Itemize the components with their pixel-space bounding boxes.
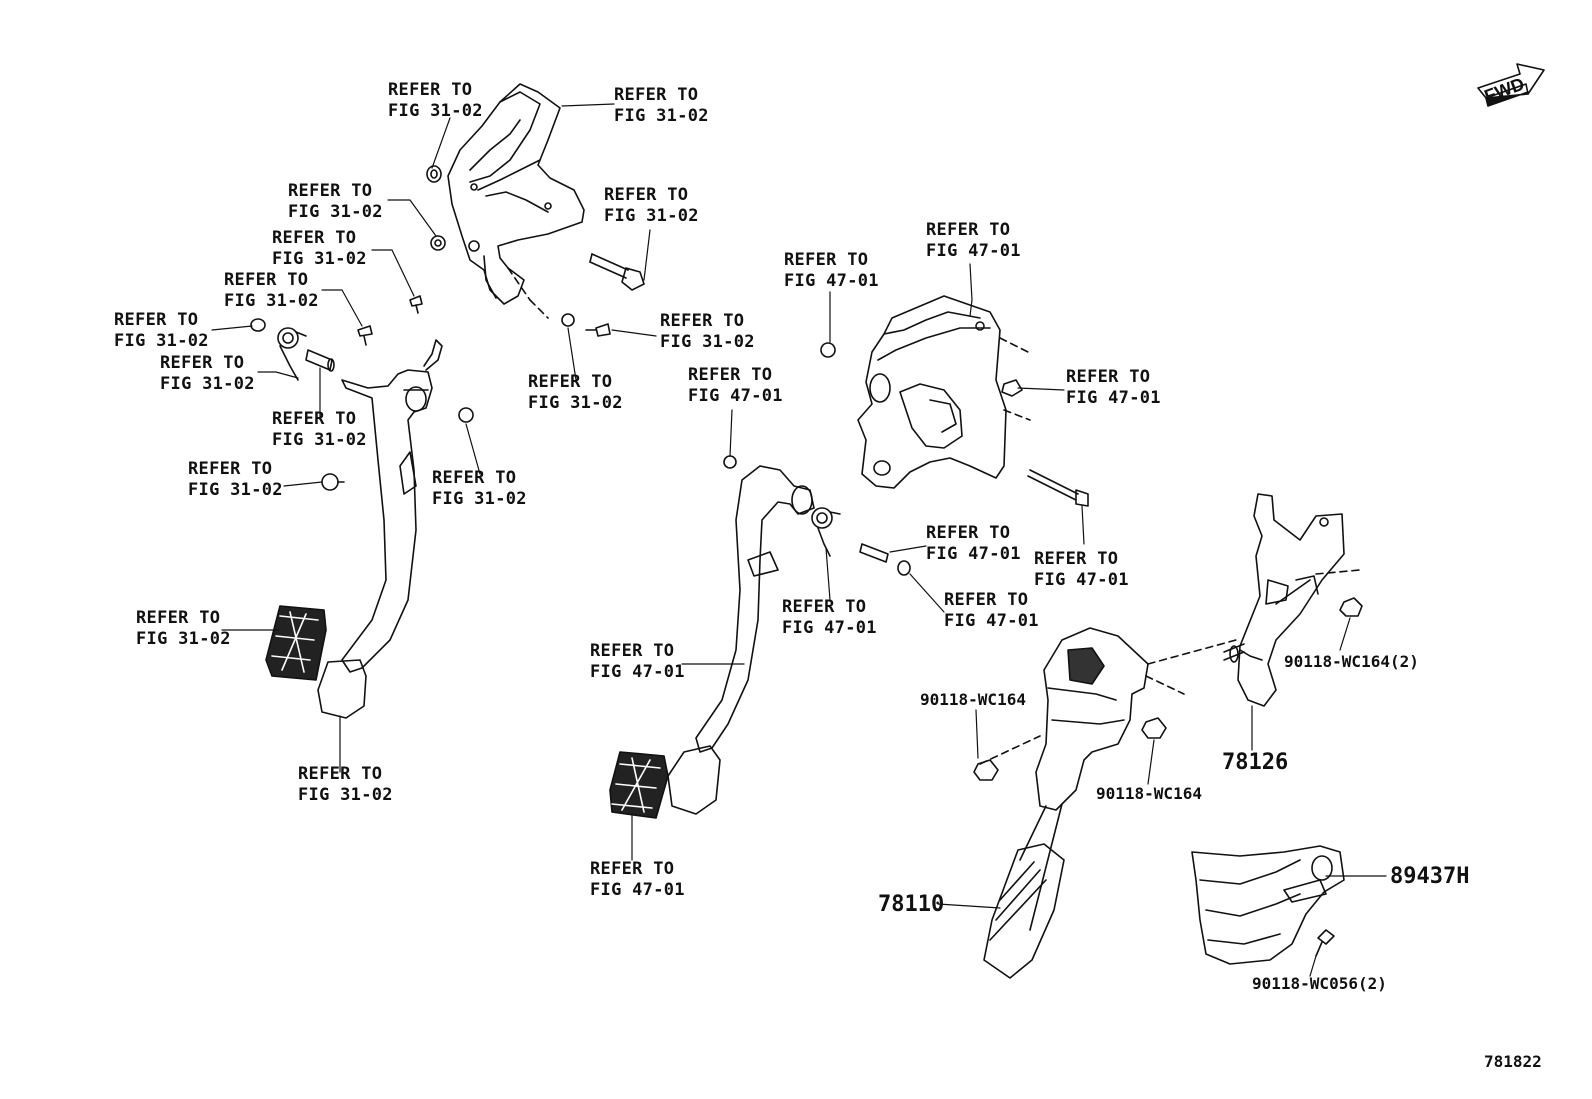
bolt-upper-left [589, 253, 645, 291]
accelerator-pedal-assy [983, 627, 1237, 979]
figure-code: 781822 [1484, 1052, 1542, 1071]
brake-pedal-pad-cover [265, 605, 327, 681]
part-number-78126: 78126 [1222, 750, 1289, 775]
nut-bracket [1339, 597, 1363, 617]
pin-right [859, 543, 911, 576]
clutch-pedal-pad-cover [609, 751, 669, 819]
part-number-89437h: 89437H [1390, 864, 1470, 889]
cover-89437h [1191, 845, 1345, 965]
pin-left [305, 349, 335, 372]
nut-right-upper [723, 342, 1023, 469]
return-spring-right [811, 507, 841, 557]
part-number-90118-wc164-2: 90118-WC164(2) [1284, 652, 1419, 671]
nut-accel [973, 717, 1167, 781]
accelerator-bracket-78126 [1223, 493, 1361, 707]
part-number-78110: 78110 [878, 892, 945, 917]
return-spring-left [277, 327, 307, 381]
bolt-right [1027, 469, 1089, 507]
part-number-90118-wc164: 90118-WC164 [920, 690, 1026, 709]
clutch-pedal-bracket [857, 295, 1031, 489]
fwd-arrow-icon [1477, 63, 1545, 107]
clutch-pedal-arm [667, 465, 815, 815]
leader-lines [211, 103, 1387, 977]
part-number-90118-wc164: 90118-WC164 [1096, 784, 1202, 803]
brake-pedal-arm [317, 339, 443, 719]
brake-pedal-bracket [447, 83, 585, 319]
part-number-90118-wc056-2: 90118-WC056(2) [1252, 974, 1387, 993]
nut-upper-left [250, 165, 611, 491]
